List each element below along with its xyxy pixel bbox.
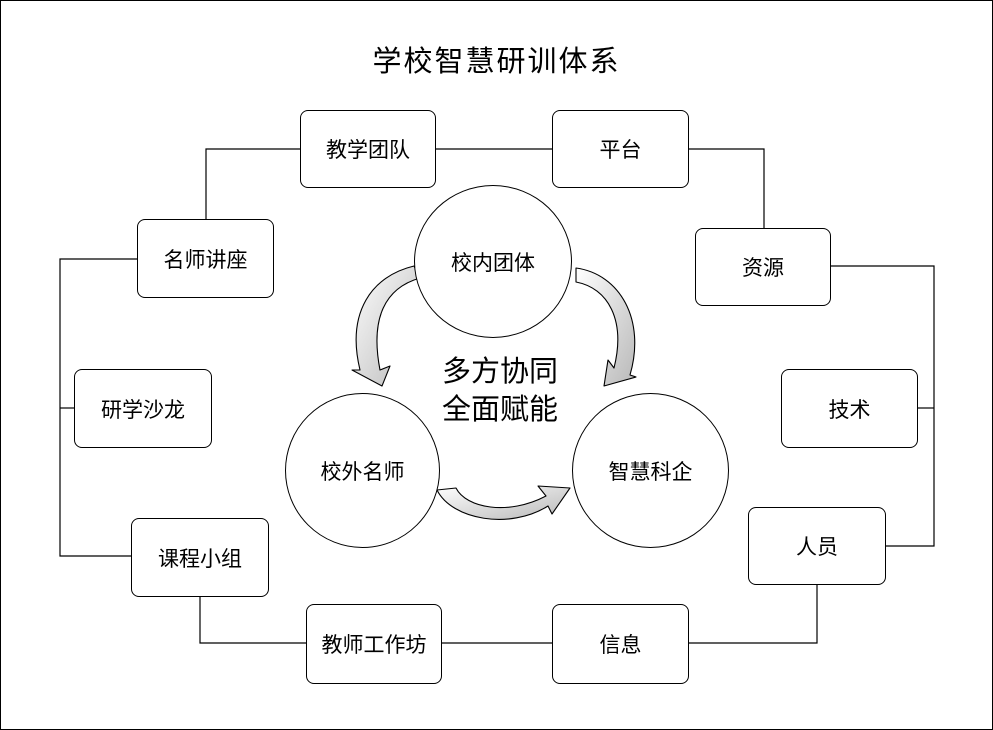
- box-course-group-label: 课程小组: [158, 546, 242, 571]
- box-personnel: 人员: [748, 507, 886, 585]
- center-slogan-line2: 全面赋能: [441, 392, 558, 426]
- box-personnel-label: 人员: [796, 535, 838, 559]
- circle-external-teachers: 校外名师: [285, 393, 440, 548]
- box-teacher-workshop-label: 教师工作坊: [321, 633, 427, 657]
- box-resources-label: 资源: [742, 256, 784, 280]
- circle-internal-team-label: 校内团体: [451, 250, 535, 275]
- platform-resources-line: [689, 148, 765, 228]
- lecture-team-line: [205, 148, 300, 219]
- box-teaching-team: 教学团队: [300, 110, 436, 188]
- box-teaching-team-label: 教学团队: [326, 138, 410, 162]
- box-famous-lecture-label: 名师讲座: [163, 247, 248, 272]
- circle-smart-tech-enterprise: 智慧科企: [572, 393, 729, 548]
- circle-smart-tech-enterprise-label: 智慧科企: [608, 459, 693, 484]
- box-famous-lecture: 名师讲座: [137, 219, 274, 298]
- curved-arrow-right: [575, 267, 637, 387]
- diagram-title: 学校智慧研训体系: [372, 44, 621, 78]
- box-platform: 平台: [552, 110, 689, 188]
- circle-internal-team: 校内团体: [414, 185, 572, 338]
- curved-arrow-bottom: [436, 485, 571, 520]
- curved-arrow-left: [351, 265, 421, 387]
- box-research-salon: 研学沙龙: [74, 369, 212, 448]
- personnel-info-line: [689, 584, 818, 644]
- box-information: 信息: [552, 604, 689, 684]
- box-resources: 资源: [695, 228, 831, 306]
- box-technology: 技术: [781, 369, 918, 448]
- right-bracket-line: [831, 265, 935, 547]
- workshop-course-line: [199, 596, 306, 644]
- box-platform-label: 平台: [599, 138, 642, 162]
- center-slogan: 多方协同 全面赋能: [420, 352, 580, 428]
- box-information-label: 信息: [599, 633, 642, 657]
- center-slogan-line1: 多方协同: [441, 354, 558, 388]
- box-technology-label: 技术: [828, 397, 871, 422]
- box-course-group: 课程小组: [131, 518, 269, 597]
- box-teacher-workshop: 教师工作坊: [306, 604, 442, 684]
- box-research-salon-label: 研学沙龙: [101, 397, 185, 422]
- circle-external-teachers-label: 校外名师: [320, 459, 405, 484]
